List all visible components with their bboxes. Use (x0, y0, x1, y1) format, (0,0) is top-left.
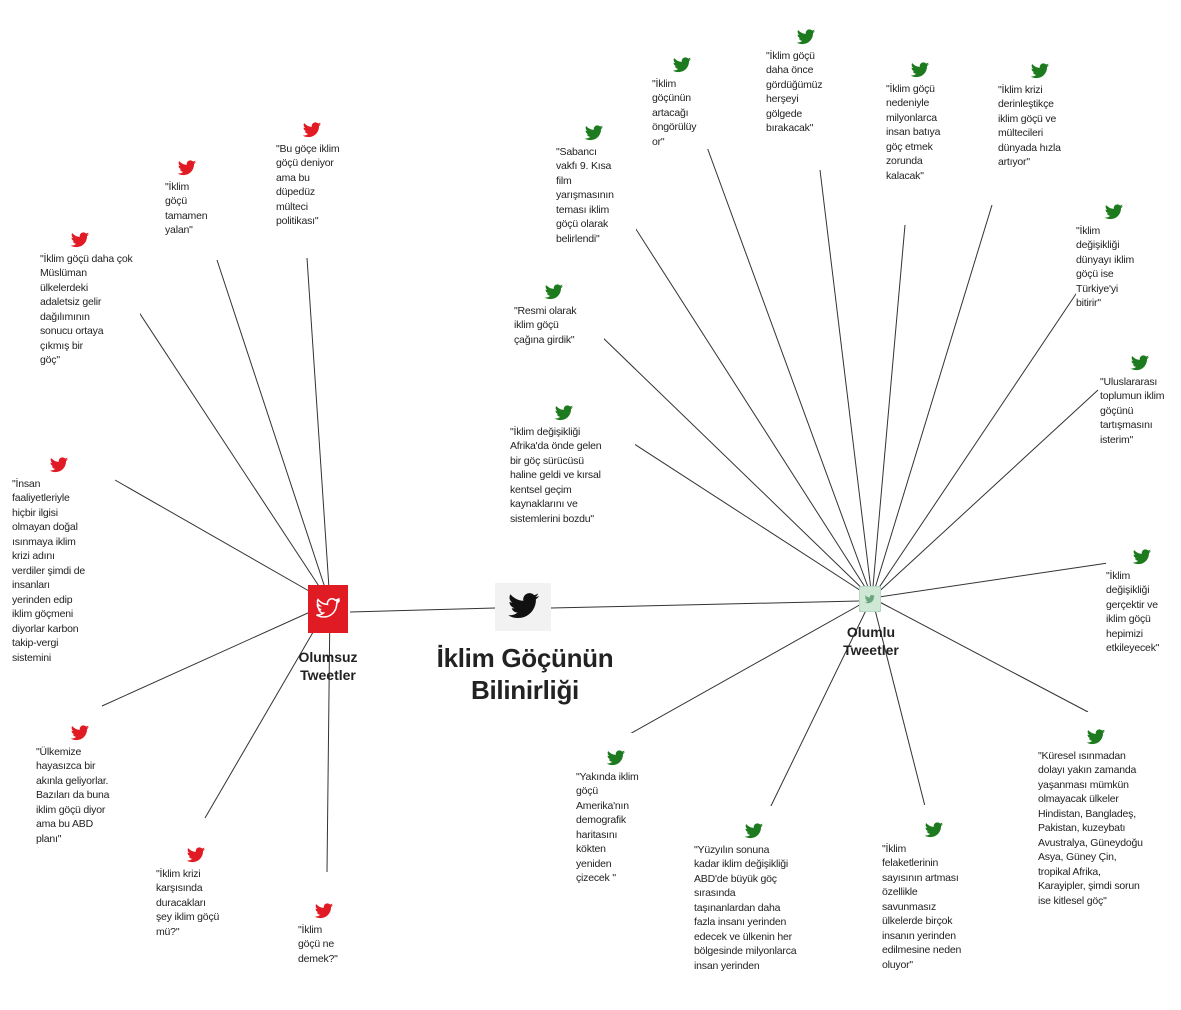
positive-tweet-node: "İklim değişikliği dünyayı iklim göçü is… (1076, 187, 1156, 311)
positive-tweet-node: "Resmi olarak iklim göçü çağına girdik" (514, 267, 604, 347)
tweet-text: "İklim göçü nedeniyle milyonlarca insan … (886, 82, 941, 182)
center-to-positive-line (550, 600, 860, 609)
tweet-text: "Yüzyılın sonuna kadar iklim değişikliği… (694, 843, 797, 972)
twitter-bird-green-icon (542, 282, 566, 302)
tweet-text: "İklim göçü daha önce gördüğümüz herşeyi… (766, 49, 823, 135)
twitter-bird-green-icon (1128, 353, 1152, 373)
positive-tweet-node: "İklim felaketlerinin sayısının artması … (882, 805, 987, 972)
tweet-text: "Ülkemize hayasızca bir akınla geliyorla… (36, 745, 110, 845)
positive-connector-line (706, 146, 873, 599)
positive-hub-icon (858, 585, 882, 613)
twitter-bird-green-icon (670, 55, 694, 75)
negative-connector-line (204, 602, 331, 819)
twitter-bird-green-icon (604, 748, 628, 768)
positive-connector-line (871, 562, 1109, 599)
positive-tweet-node: "Küresel ısınmadan dolayı yakın zamanda … (1038, 712, 1163, 908)
twitter-bird-green-icon (1084, 727, 1108, 747)
tweet-text: "Yakında iklim göçü Amerika'nın demograf… (576, 770, 639, 885)
tweet-text: "İklim göçü tamamen yalan" (165, 180, 208, 237)
tweet-text: "İklim göçü ne demek?" (298, 923, 338, 965)
positive-connector-line (871, 284, 1083, 599)
positive-connector-line (627, 597, 873, 736)
positive-connector-line (871, 597, 929, 819)
positive-connector-line (767, 597, 873, 813)
twitter-bird-green-icon (552, 403, 576, 423)
positive-connector-line (871, 597, 1089, 713)
tweet-text: "Resmi olarak iklim göçü çağına girdik" (514, 304, 577, 346)
twitter-logo-center-icon (495, 583, 551, 631)
twitter-bird-green-icon (908, 60, 932, 80)
negative-tweet-node: "Bu göçe iklim göçü deniyor ama bu düped… (276, 105, 366, 229)
twitter-bird-green-icon (1130, 547, 1154, 567)
negative-connector-line (326, 602, 331, 873)
negative-hub-icon (308, 585, 348, 633)
tweet-text: "İklim değişikliği Afrika'da önde gelen … (510, 425, 602, 525)
tweet-text: "Küresel ısınmadan dolayı yakın zamanda … (1038, 749, 1143, 907)
positive-connector-line (871, 204, 993, 599)
twitter-bird-green-icon (922, 820, 946, 840)
twitter-bird-red-icon (47, 455, 71, 475)
twitter-bird-green-icon (1102, 202, 1126, 222)
positive-tweet-node: "Uluslararası toplumun iklim göçünü tart… (1100, 338, 1180, 447)
negative-connector-line (101, 602, 331, 707)
tweet-text: "İklim felaketlerinin sayısının artması … (882, 842, 962, 971)
twitter-bird-red-icon (68, 723, 92, 743)
tweet-text: "İklim değişikliği dünyayı iklim göçü is… (1076, 224, 1135, 310)
negative-tweet-node: "İklim göçü daha çok Müslüman ülkelerdek… (40, 215, 140, 368)
twitter-bird-red-icon (300, 120, 324, 140)
positive-tweet-node: "İklim göçü nedeniyle milyonlarca insan … (886, 45, 958, 183)
tweet-text: "İklim göçünün artacağı öngörülüy or" (652, 77, 697, 148)
positive-tweet-node: "Sabancı vakfı 9. Kısa film yarışmasının… (556, 108, 636, 246)
twitter-bird-red-icon (184, 845, 208, 865)
negative-connector-line (306, 257, 331, 604)
twitter-bird-green-icon (582, 123, 606, 143)
positive-tweet-node: "İklim krizi derinleştikçe iklim göçü ve… (998, 46, 1083, 170)
negative-hub-label: Olumsuz Tweetler (298, 649, 358, 683)
positive-connector-line (871, 389, 1099, 599)
tweet-text: "İklim krizi karşısında duracakları şey … (156, 867, 220, 938)
positive-tweet-node: "İklim değişikliği gerçektir ve iklim gö… (1106, 532, 1178, 656)
positive-hub-label: Olumlu Tweetler (843, 624, 899, 658)
tweet-text: "Sabancı vakfı 9. Kısa film yarışmasının… (556, 145, 614, 245)
positive-connector-line (871, 224, 906, 599)
positive-tweet-node: "Yüzyılın sonuna kadar iklim değişikliği… (694, 806, 814, 973)
twitter-bird-red-icon (312, 901, 336, 921)
negative-tweet-node: "İnsan faaliyetleriyle hiçbir ilgisi olm… (12, 440, 107, 665)
positive-connector-line (624, 211, 873, 599)
tweet-text: "Bu göçe iklim göçü deniyor ama bu düped… (276, 142, 340, 228)
negative-connector-line (216, 259, 331, 604)
tweet-text: "İklim göçü daha çok Müslüman ülkelerdek… (40, 252, 133, 367)
twitter-bird-green-icon (794, 27, 818, 47)
positive-connector-line (819, 169, 873, 599)
positive-connector-line (627, 439, 873, 599)
negative-tweet-node: "İklim krizi karşısında duracakları şey … (156, 830, 251, 939)
negative-connector-line (124, 290, 331, 604)
positive-tweet-node: "İklim göçünün artacağı öngörülüy or" (652, 40, 712, 149)
tweet-text: "Uluslararası toplumun iklim göçünü tart… (1100, 375, 1165, 446)
positive-tweet-node: "İklim değişikliği Afrika'da önde gelen … (510, 388, 635, 526)
twitter-bird-green-icon (742, 821, 766, 841)
tweet-text: "İnsan faaliyetleriyle hiçbir ilgisi olm… (12, 477, 86, 664)
negative-connector-line (114, 479, 331, 604)
twitter-bird-red-icon (175, 158, 199, 178)
twitter-bird-green-icon (1028, 61, 1052, 81)
tweet-text: "İklim krizi derinleştikçe iklim göçü ve… (998, 83, 1061, 169)
twitter-bird-red-icon (68, 230, 92, 250)
negative-tweet-node: "İklim göçü ne demek?" (298, 886, 368, 966)
positive-connector-line (597, 332, 873, 599)
tweet-text: "İklim değişikliği gerçektir ve iklim gö… (1106, 569, 1160, 655)
center-to-negative-line (349, 607, 496, 613)
positive-tweet-node: "İklim göçü daha önce gördüğümüz herşeyi… (766, 12, 846, 136)
positive-tweet-node: "Yakında iklim göçü Amerika'nın demograf… (576, 733, 651, 886)
negative-tweet-node: "Ülkemize hayasızca bir akınla geliyorla… (36, 708, 136, 846)
diagram-title: İklim Göçünün Bilinirliği (436, 643, 614, 705)
negative-tweet-node: "İklim göçü tamamen yalan" (165, 143, 225, 238)
